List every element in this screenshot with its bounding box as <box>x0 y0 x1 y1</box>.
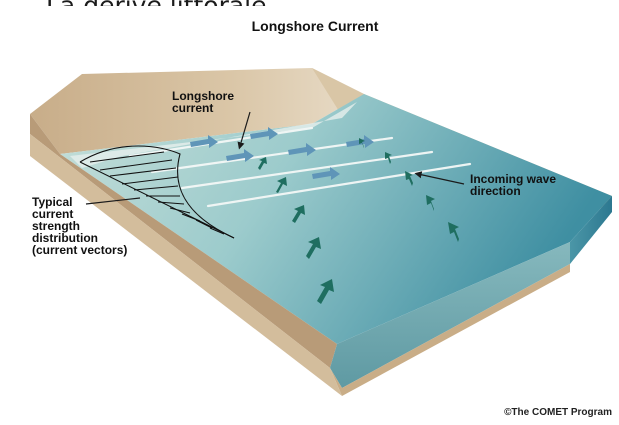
distribution-label-line: Typical <box>32 195 73 209</box>
longshore-current-arrows <box>190 127 374 180</box>
current-vectors-profile <box>79 145 235 239</box>
left-base <box>30 134 342 396</box>
copyright-credit: ©The COMET Program <box>504 407 612 418</box>
longshore-label-line: current <box>172 101 214 115</box>
distribution-leader <box>85 197 141 205</box>
front-face <box>330 242 570 388</box>
distribution-label-line: (current vectors) <box>32 243 128 257</box>
distribution-label-line: distribution <box>32 231 98 245</box>
surf-foam <box>70 102 357 168</box>
longshore-label-line: Longshore <box>172 89 234 103</box>
beach-top <box>30 68 364 154</box>
diagram-canvas <box>30 68 612 396</box>
sand-left-face <box>30 114 337 368</box>
incoming-leader <box>414 171 465 185</box>
longshore-current-figure: Longshore Current Longshore current Inco… <box>12 6 618 425</box>
water-surface <box>60 94 612 344</box>
diagram-title: Longshore Current <box>251 18 379 34</box>
incoming-label-line: Incoming wave <box>470 172 557 186</box>
distribution-label-line: strength <box>32 219 80 233</box>
longshore-current-label: Longshore current <box>172 90 234 114</box>
longshore-leader <box>237 111 251 150</box>
distribution-label-line: current <box>32 207 74 221</box>
incoming-label-line: direction <box>470 184 521 198</box>
seabed-strip <box>330 264 570 396</box>
incoming-wave-label: Incoming wave direction <box>470 173 556 197</box>
current-distribution-label: Typical current strength distribution (c… <box>32 196 127 256</box>
incoming-wave-arrows <box>258 138 459 304</box>
right-face <box>570 196 612 264</box>
